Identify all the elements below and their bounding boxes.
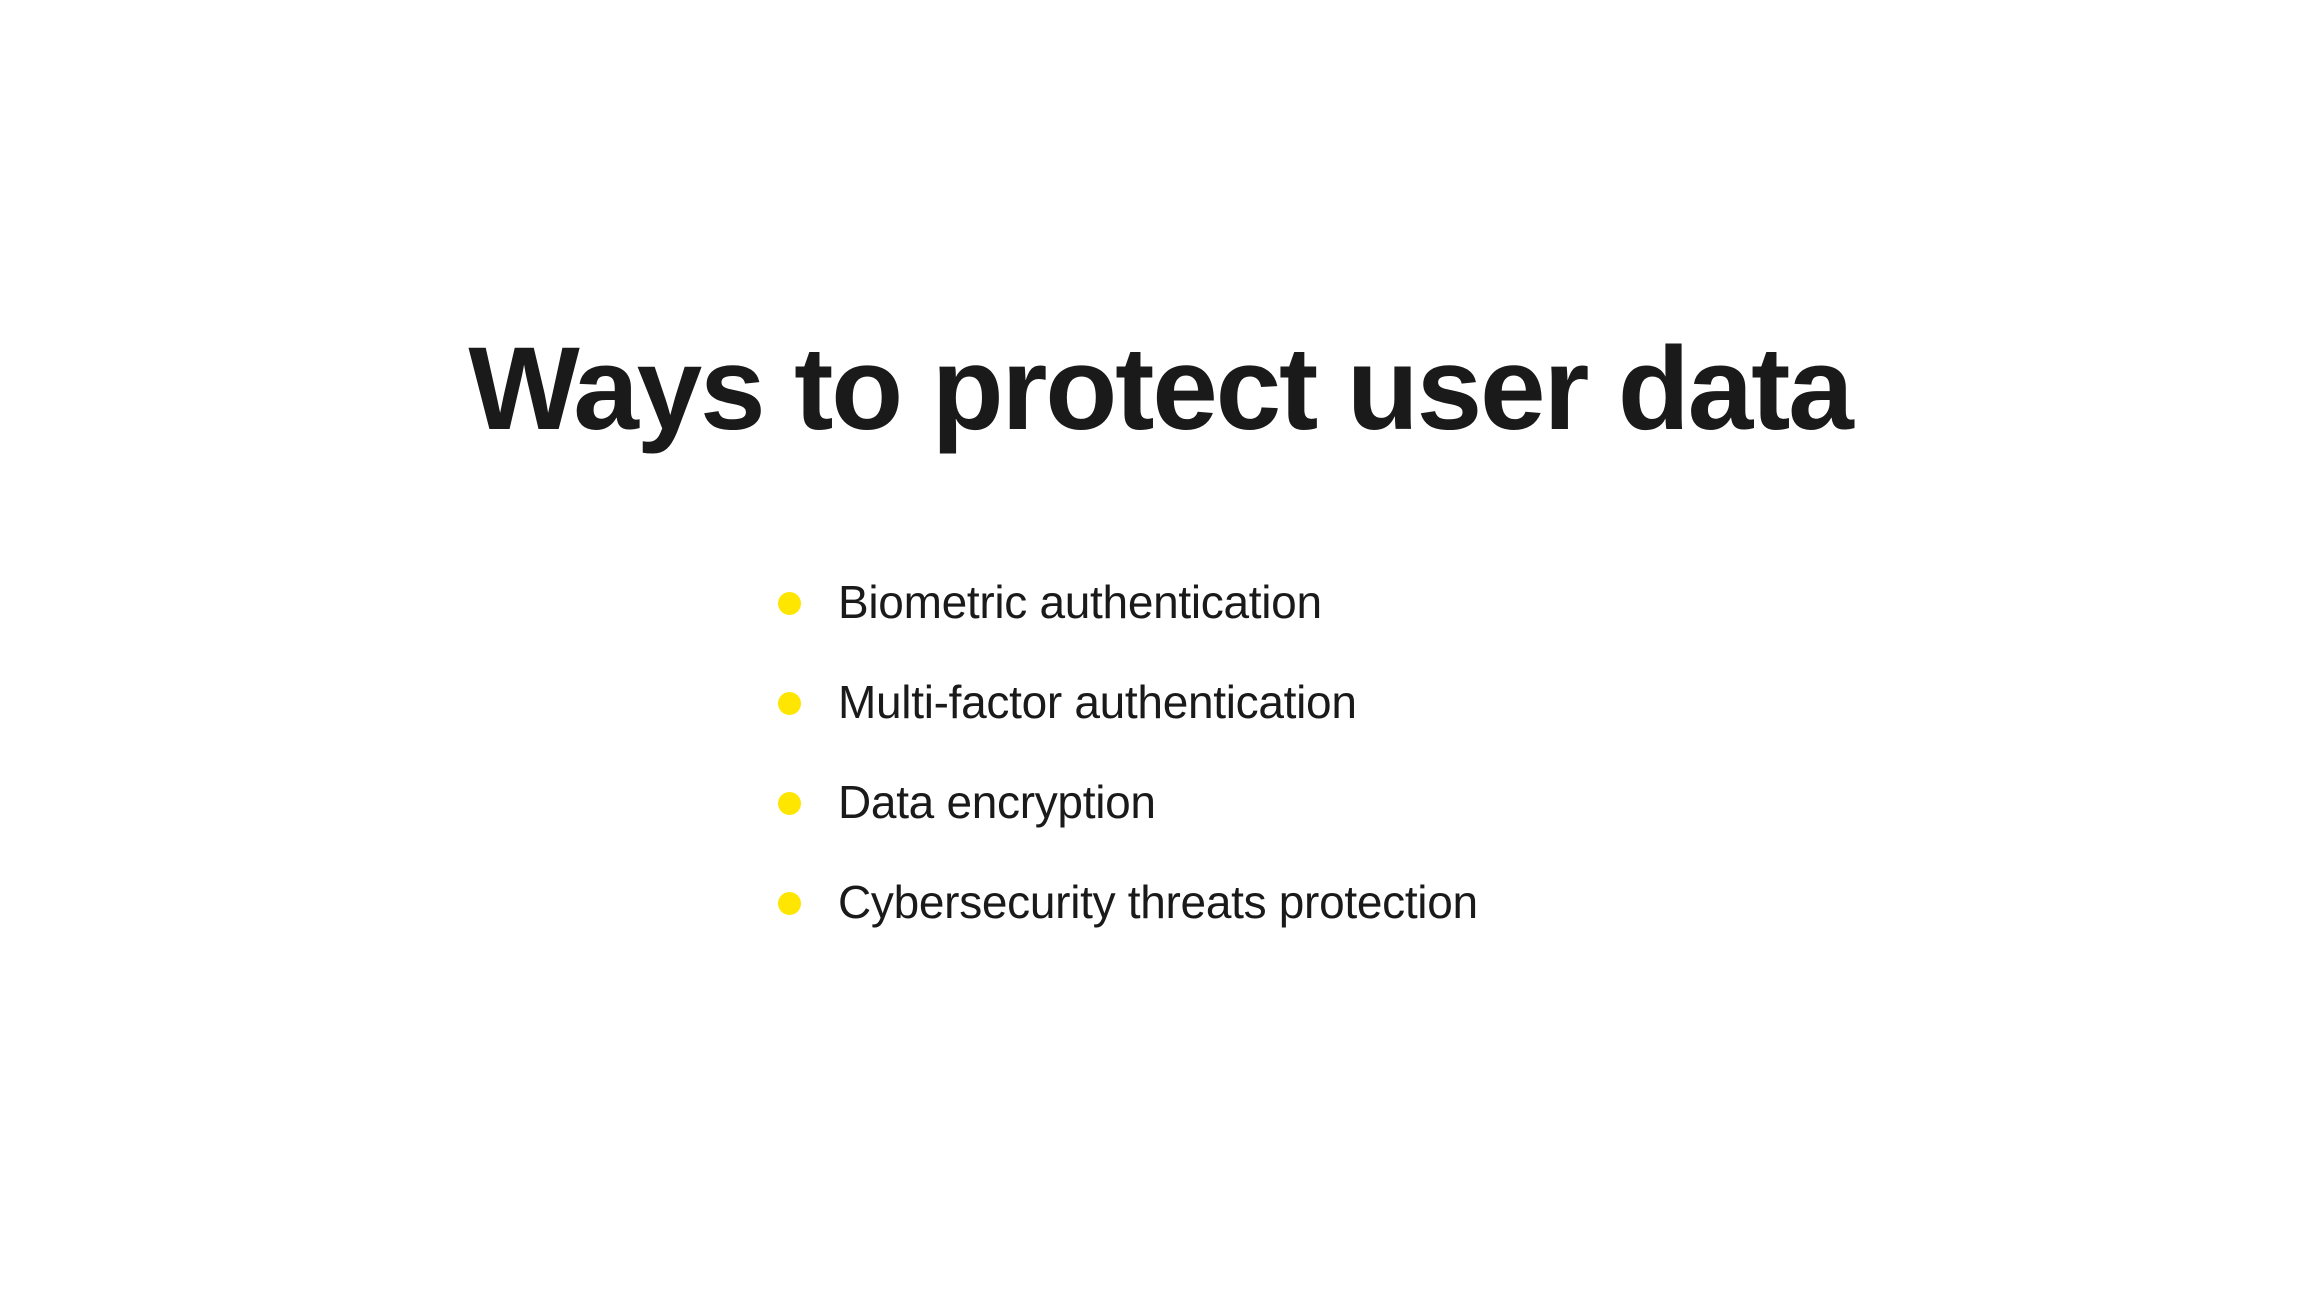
list-item: Cybersecurity threats protection: [778, 852, 1478, 952]
list-item: Multi-factor authentication: [778, 652, 1478, 752]
dot-bullet-icon: [778, 891, 801, 915]
dot-bullet-icon: [778, 591, 801, 615]
bullet-item-label: Cybersecurity threats protection: [838, 876, 1478, 928]
list-item: Biometric authentication: [778, 552, 1478, 652]
bullet-list: Biometric authentication Multi-factor au…: [778, 552, 1478, 952]
dot-bullet-icon: [778, 791, 801, 815]
bullet-item-label: Multi-factor authentication: [838, 676, 1357, 728]
page-title: Ways to protect user data: [468, 323, 1853, 455]
list-item: Data encryption: [778, 752, 1478, 852]
dot-bullet-icon: [778, 691, 801, 715]
bullet-item-label: Data encryption: [838, 776, 1156, 828]
bullet-item-label: Biometric authentication: [838, 576, 1322, 628]
